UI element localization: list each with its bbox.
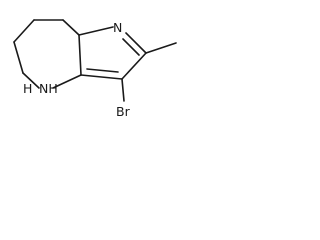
bond-n-ring-c7 bbox=[62, 19, 80, 36]
bond-n-top-c2 bbox=[125, 32, 147, 54]
atom-label-bromine: Br bbox=[116, 104, 131, 119]
atom-label-nitrogen: N bbox=[113, 20, 122, 35]
bond-n-ring-n-top bbox=[78, 26, 114, 36]
bond-c5-c4 bbox=[13, 41, 24, 74]
bond-c3-c3a bbox=[80, 74, 123, 80]
bond-c4-nh bbox=[22, 72, 40, 89]
atom-label-amine: NH bbox=[39, 81, 58, 96]
atom-label-amine-hydrogen: H bbox=[23, 81, 32, 96]
bond-c3-br bbox=[121, 78, 125, 102]
bond-c2-methyl bbox=[145, 42, 177, 54]
bond-c3a-n-ring bbox=[78, 34, 82, 76]
bond-c3-c3a-double bbox=[86, 68, 119, 73]
bond-nh-c3a bbox=[52, 74, 82, 89]
bond-c6-c5 bbox=[13, 19, 35, 43]
bond-c2-c3 bbox=[121, 52, 147, 80]
bond-n-top-c2-double bbox=[122, 38, 140, 56]
molecule-diagram: N NH H Br bbox=[13, 19, 177, 119]
